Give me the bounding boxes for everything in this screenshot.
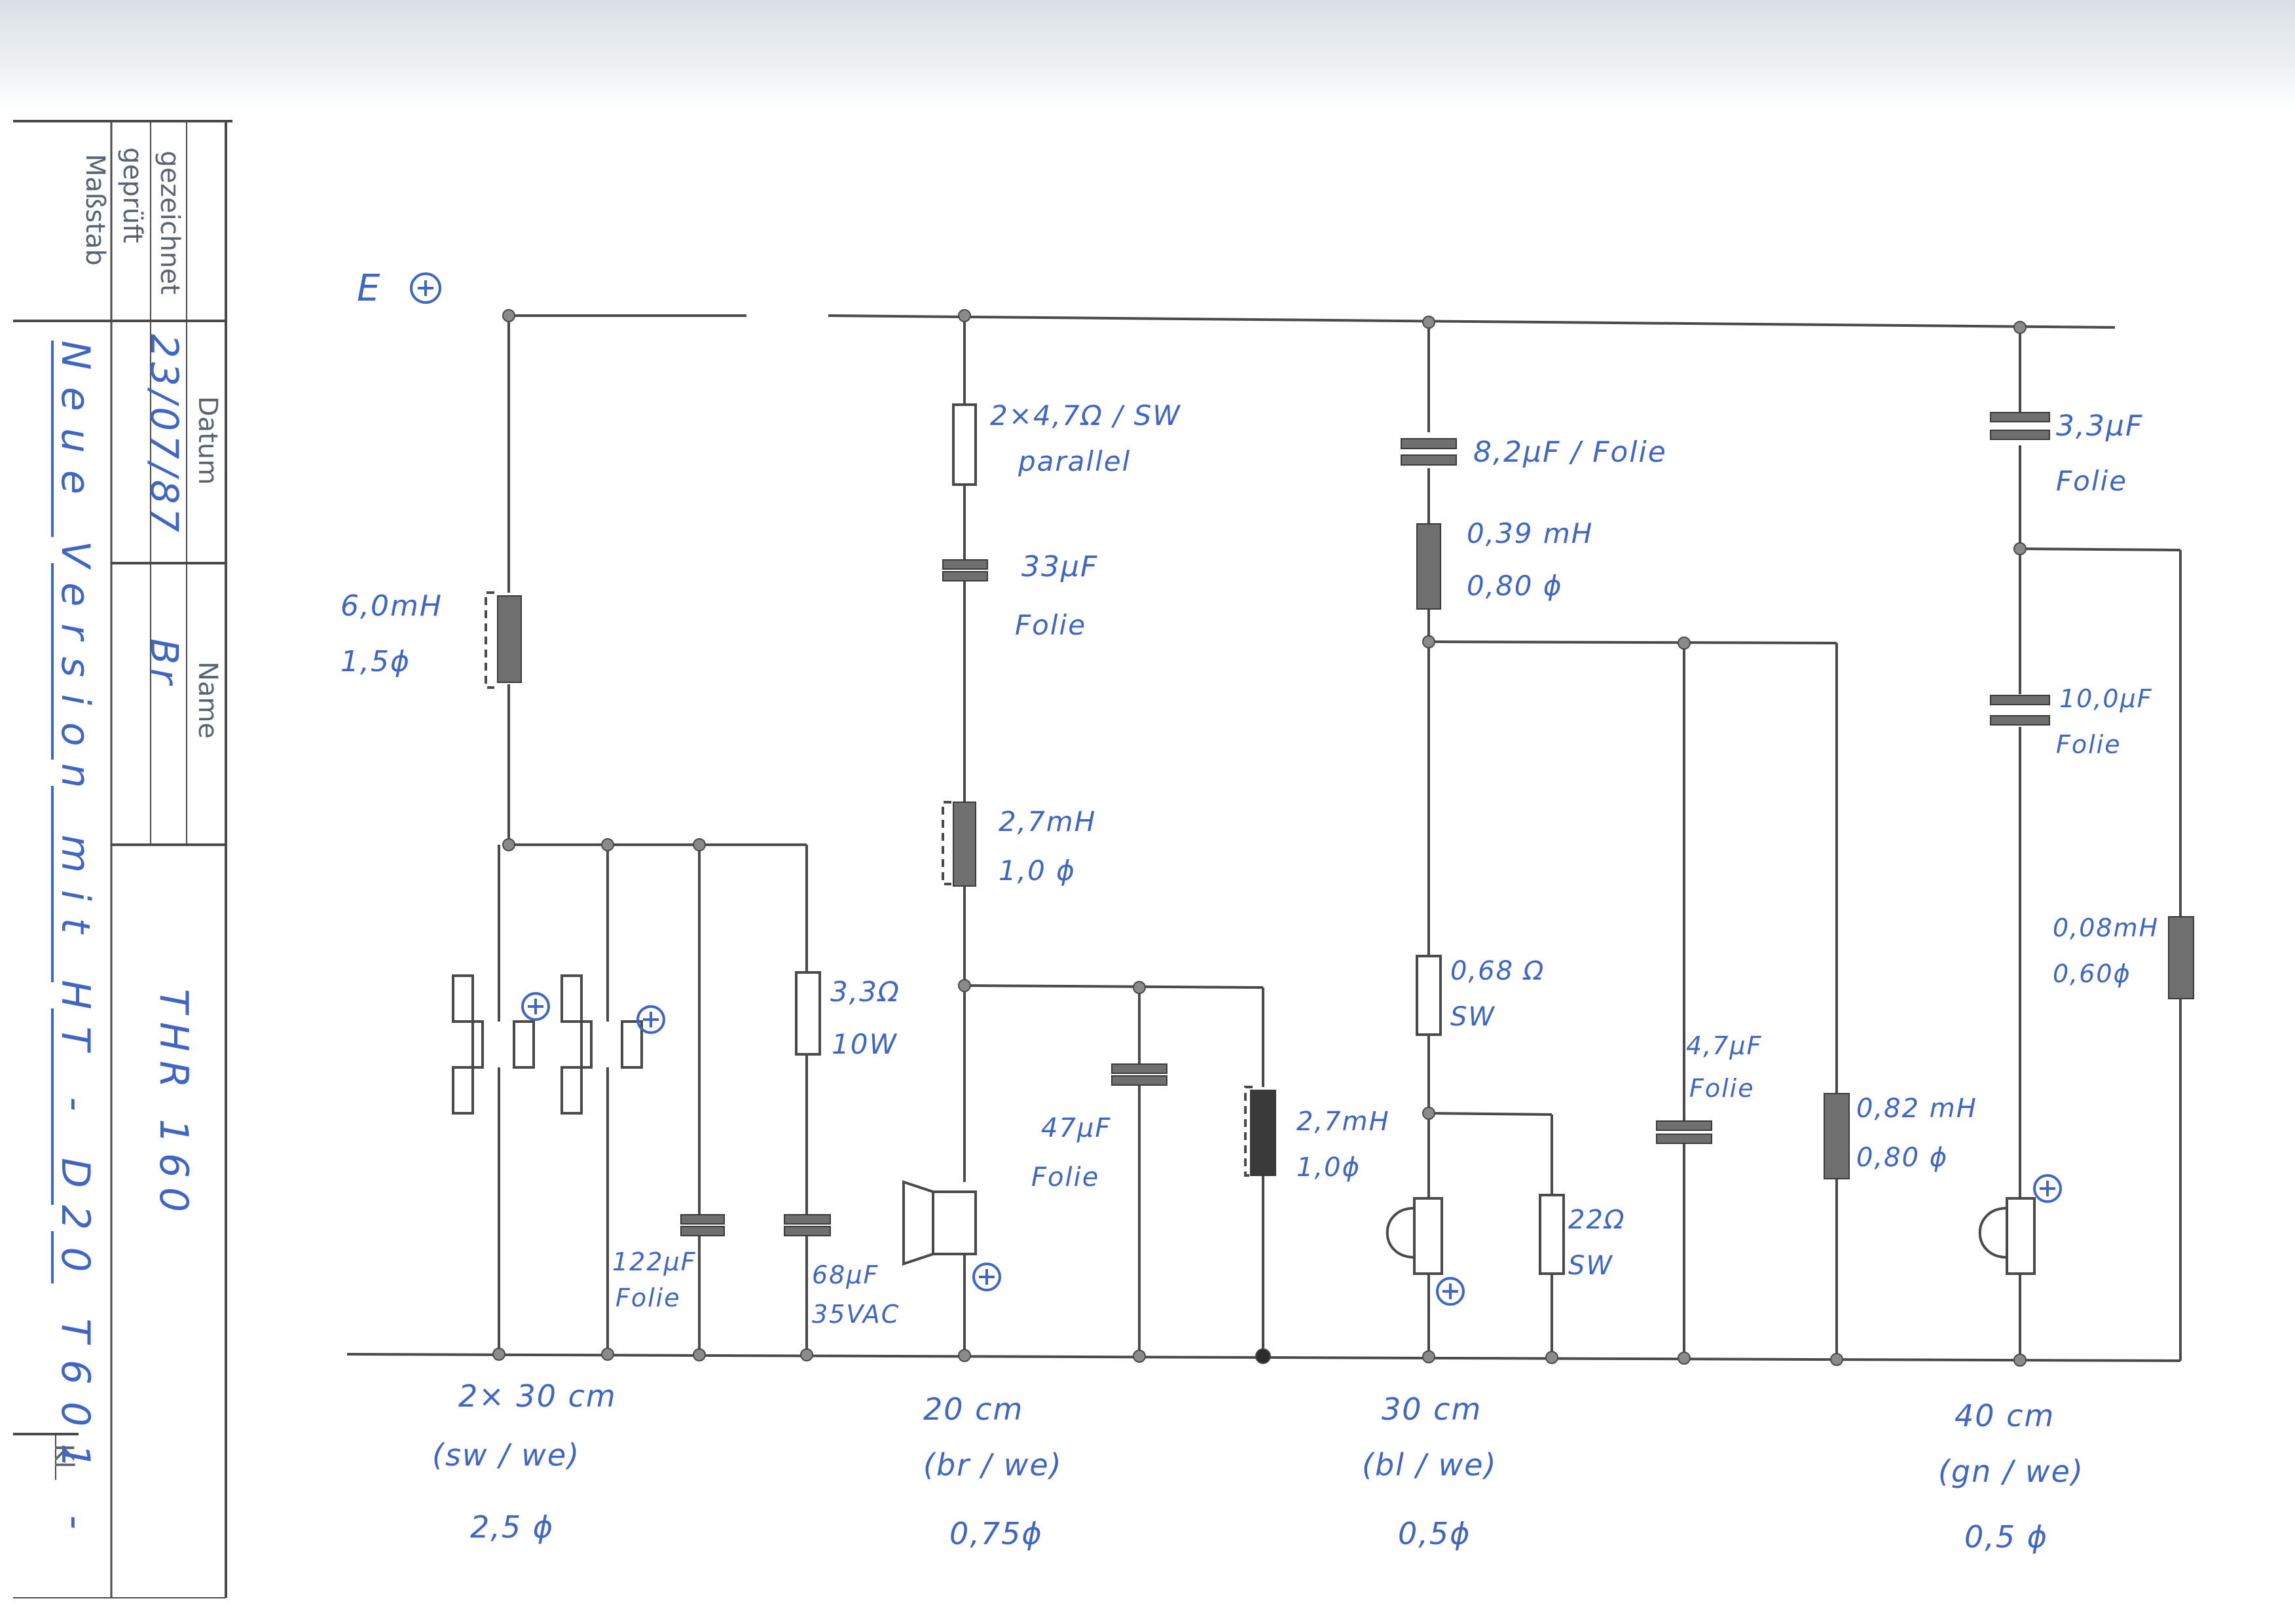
- capacitor-33uF-value: 33μF: [1021, 550, 1099, 583]
- label-datum: Datum: [193, 396, 223, 485]
- upper-mid-cable-gauge: 0,5ϕ: [1398, 1516, 1471, 1551]
- capacitor-4u7F-type: Folie: [1689, 1074, 1755, 1103]
- inductor-0mH39-value: 0,39 mH: [1467, 517, 1594, 549]
- inductor-0mH82: [1824, 1093, 1850, 1179]
- resistor-0r68: [1416, 955, 1442, 1036]
- resistor-22r-type: SW: [1568, 1251, 1613, 1281]
- model-text: THR 160: [151, 989, 196, 1222]
- capacitor-4u7F-plate: [1656, 1120, 1712, 1131]
- inductor-6mH-wire: 1,5ϕ: [340, 645, 411, 678]
- input-plus-icon: [410, 272, 441, 304]
- capacitor-47uF-value: 47μF: [1041, 1113, 1112, 1143]
- label-massstab: Maßstab: [80, 154, 110, 266]
- resistor-3r3-value: 3,3Ω: [830, 976, 900, 1008]
- label-gezeichnet: gezeichnet: [155, 151, 185, 295]
- capacitor-122uF-value: 122μF: [612, 1247, 697, 1276]
- inductor-6mH: [497, 595, 522, 683]
- inductor-0mH39-wire: 0,80 ϕ: [1467, 570, 1563, 602]
- resistor-2x4r7-value: 2×4,7Ω / SW: [990, 399, 1181, 432]
- polarity-plus-icon: [2033, 1174, 2062, 1203]
- resistor-22r-value: 22Ω: [1568, 1205, 1626, 1235]
- capacitor-68uF-value: 68μF: [812, 1261, 879, 1289]
- capacitor-4u7F-value: 4,7μF: [1686, 1031, 1763, 1060]
- capacitor-47uF-plate: [1111, 1063, 1167, 1074]
- datum-value: 23/07/87: [142, 334, 187, 536]
- woofer-1-icon: [452, 974, 484, 1115]
- mid-cable-gauge: 0,75ϕ: [949, 1516, 1043, 1551]
- upper-mid-cable-color: (bl / we): [1362, 1447, 1497, 1483]
- inductor-0mH39: [1416, 523, 1441, 610]
- capacitor-47uF-type: Folie: [1031, 1162, 1100, 1192]
- capacitor-33uF-plate: [942, 559, 988, 570]
- capacitor-68uF-voltage: 35VAC: [812, 1300, 900, 1329]
- mid-driver-icon: [902, 1180, 934, 1266]
- inductor-2mH7-wire: 1,0 ϕ: [999, 855, 1076, 887]
- label-geprueft: geprüft: [117, 147, 147, 244]
- input-label: E: [357, 267, 382, 310]
- resistor-0r68-type: SW: [1450, 1002, 1496, 1032]
- tweeter-icon: [1978, 1207, 2008, 1259]
- capacitor-8u2F-value: 8,2μF / Folie: [1473, 435, 1667, 469]
- inductor-shunt-2mH7-wire: 1,0ϕ: [1296, 1153, 1361, 1183]
- inductor-0mH82-wire: 0,80 ϕ: [1856, 1143, 1949, 1173]
- resistor-3r3: [795, 971, 821, 1056]
- capacitor-3u3F-value: 3,3μF: [2056, 409, 2144, 443]
- resistor-2x4r7-config: parallel: [1018, 445, 1131, 477]
- bass-cable-color: (sw / we): [432, 1437, 581, 1473]
- mid-cable-color: (br / we): [923, 1447, 1063, 1483]
- resistor-2x4r7: [952, 403, 977, 486]
- polarity-plus-icon: [521, 992, 550, 1021]
- input-bus: [828, 314, 2116, 329]
- bass-cable-gauge: 2,5 ϕ: [470, 1509, 555, 1545]
- tweeter-cable-length: 40 cm: [1955, 1398, 2055, 1433]
- inductor-0mH08: [2168, 916, 2194, 999]
- inductor-shunt-2mH7-value: 2,7mH: [1296, 1107, 1390, 1137]
- capacitor-3u3F-type: Folie: [2056, 465, 2128, 497]
- capacitor-10uF-type: Folie: [2056, 730, 2121, 759]
- resistor-0r68-value: 0,68 Ω: [1450, 956, 1545, 986]
- upper-mid-cable-length: 30 cm: [1382, 1392, 1482, 1427]
- resistor-3r3-power: 10W: [832, 1028, 898, 1060]
- capacitor-122uF-plate: [680, 1214, 725, 1225]
- inductor-0mH08-wire: 0,60ϕ: [2053, 959, 2131, 988]
- upper-mid-driver-icon: [1386, 1207, 1415, 1259]
- inductor-2mH7: [953, 802, 976, 887]
- polarity-plus-icon: [1436, 1277, 1465, 1306]
- woofer-2-icon: [560, 974, 593, 1115]
- inductor-0mH82-value: 0,82 mH: [1856, 1094, 1977, 1124]
- mid-cable-length: 20 cm: [923, 1392, 1024, 1427]
- capacitor-10uF-plate: [1990, 695, 2050, 705]
- description-text: Neue Version mit HT - D20 T601 -: [52, 341, 98, 1547]
- capacitor-3u3F-plate: [1990, 412, 2050, 422]
- capacitor-8u2F-plate: [1401, 438, 1457, 449]
- tweeter-cable-color: (gn / we): [1938, 1454, 2084, 1489]
- inductor-shunt-2mH7: [1250, 1090, 1276, 1176]
- capacitor-33uF-type: Folie: [1015, 609, 1087, 641]
- resistor-22r: [1539, 1194, 1565, 1275]
- scan-shadow: [0, 0, 2295, 111]
- capacitor-68uF-plate: [784, 1214, 831, 1225]
- tweeter-cable-gauge: 0,5 ϕ: [1964, 1519, 2049, 1555]
- capacitor-10uF-value: 10,0μF: [2059, 684, 2153, 713]
- capacitor-122uF-type: Folie: [615, 1283, 681, 1312]
- inductor-6mH-value: 6,0mH: [340, 589, 443, 623]
- polarity-plus-icon: [636, 1005, 665, 1034]
- label-name: Name: [193, 661, 223, 739]
- bass-cable-length: 2× 30 cm: [458, 1378, 617, 1414]
- name-value: Br: [142, 638, 187, 688]
- polarity-plus-icon: [972, 1263, 1001, 1291]
- inductor-2mH7-value: 2,7mH: [999, 805, 1097, 838]
- inductor-0mH08-value: 0,08mH: [2053, 913, 2159, 942]
